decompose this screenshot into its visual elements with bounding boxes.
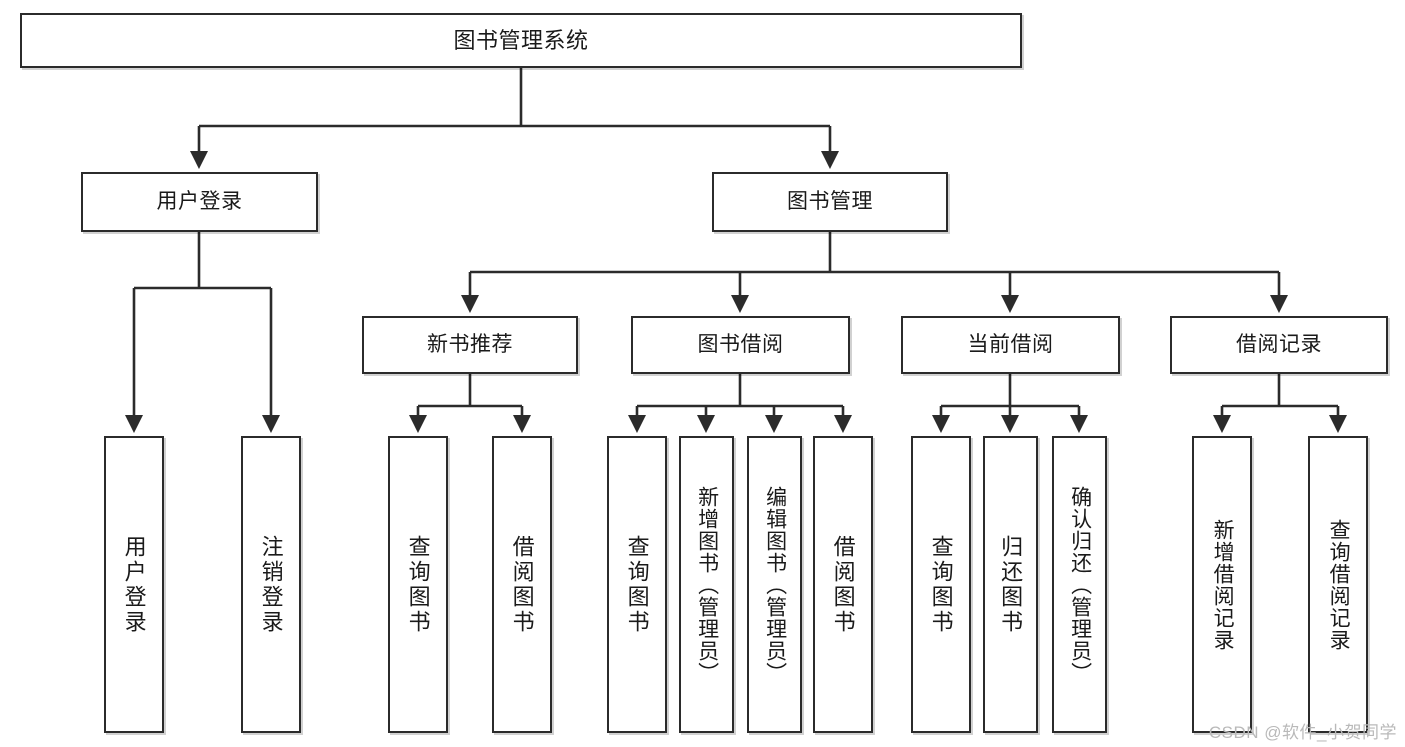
node-leaf-query-book-2-label: 查询图书 [624, 534, 650, 635]
node-borrow-record-label: 借阅记录 [1236, 332, 1322, 356]
node-leaf-add-book-label: 新增图书（管理员） [695, 485, 719, 684]
node-leaf-query-book-3[interactable]: 查询图书 [911, 436, 971, 733]
node-leaf-add-record[interactable]: 新增借阅记录 [1192, 436, 1252, 733]
node-leaf-borrow-book-2[interactable]: 借阅图书 [813, 436, 873, 733]
node-leaf-logout-login-label: 注销登录 [258, 534, 284, 635]
node-leaf-logout-login[interactable]: 注销登录 [241, 436, 301, 733]
node-leaf-query-book-3-label: 查询图书 [928, 534, 954, 635]
node-leaf-query-record[interactable]: 查询借阅记录 [1308, 436, 1368, 733]
node-new-book-recommend-label: 新书推荐 [427, 332, 513, 356]
node-leaf-add-book[interactable]: 新增图书（管理员） [679, 436, 734, 733]
node-leaf-query-book-1-label: 查询图书 [405, 534, 431, 635]
node-leaf-return-book-label: 归还图书 [998, 534, 1024, 635]
node-book-borrow-label: 图书借阅 [697, 332, 784, 356]
node-user-login-label: 用户登录 [156, 189, 243, 213]
node-leaf-borrow-book-1-label: 借阅图书 [509, 534, 535, 635]
node-book-management[interactable]: 图书管理 [712, 172, 948, 232]
node-new-book-recommend[interactable]: 新书推荐 [362, 316, 578, 374]
node-book-borrow[interactable]: 图书借阅 [631, 316, 850, 374]
node-leaf-query-book-1[interactable]: 查询图书 [388, 436, 448, 733]
node-leaf-query-book-2[interactable]: 查询图书 [607, 436, 667, 733]
node-borrow-record[interactable]: 借阅记录 [1170, 316, 1388, 374]
node-root-label: 图书管理系统 [453, 27, 589, 53]
node-leaf-edit-book-label: 编辑图书（管理员） [763, 485, 787, 684]
node-leaf-user-login[interactable]: 用户登录 [104, 436, 164, 733]
node-leaf-add-record-label: 新增借阅记录 [1211, 518, 1235, 651]
node-book-management-label: 图书管理 [787, 189, 873, 213]
node-user-login[interactable]: 用户登录 [81, 172, 318, 232]
node-leaf-confirm-return[interactable]: 确认归还（管理员） [1052, 436, 1107, 733]
node-current-borrow[interactable]: 当前借阅 [901, 316, 1120, 374]
node-current-borrow-label: 当前借阅 [967, 332, 1054, 356]
node-leaf-edit-book[interactable]: 编辑图书（管理员） [747, 436, 802, 733]
node-root[interactable]: 图书管理系统 [20, 13, 1022, 68]
node-leaf-return-book[interactable]: 归还图书 [983, 436, 1038, 733]
node-leaf-confirm-return-label: 确认归还（管理员） [1068, 485, 1092, 684]
node-leaf-query-record-label: 查询借阅记录 [1327, 518, 1351, 651]
node-leaf-borrow-book-1[interactable]: 借阅图书 [492, 436, 552, 733]
watermark: CSDN @软件_小贺同学 [1208, 723, 1397, 742]
node-leaf-borrow-book-2-label: 借阅图书 [830, 534, 856, 635]
node-leaf-user-login-label: 用户登录 [121, 534, 147, 635]
